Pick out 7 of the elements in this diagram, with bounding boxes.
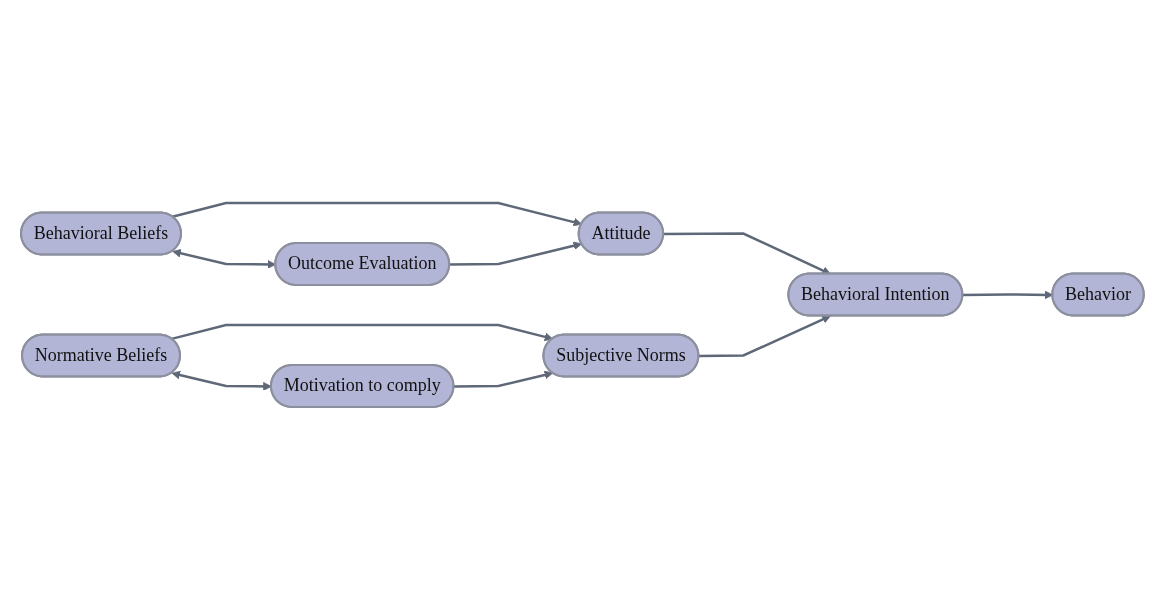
arrow — [454, 370, 554, 388]
arrow — [698, 315, 831, 358]
arrow — [172, 201, 583, 227]
arrow — [171, 323, 554, 342]
arrow — [449, 241, 583, 266]
arrow — [171, 370, 272, 391]
arrow — [663, 232, 831, 275]
